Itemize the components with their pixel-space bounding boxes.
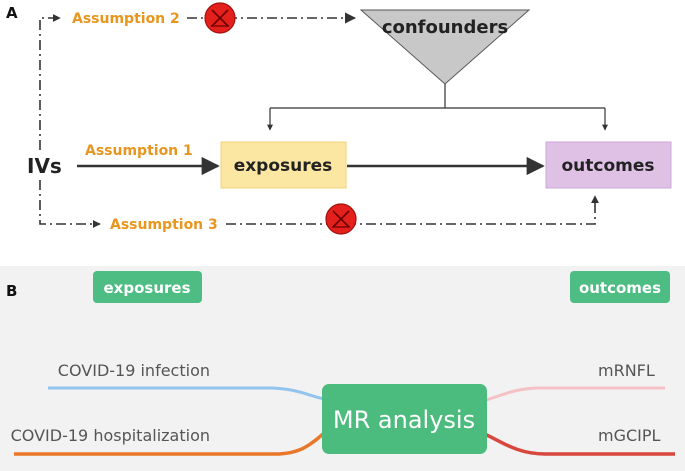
- cross-circle-icon: [204, 2, 236, 34]
- confounders-label: confounders: [382, 17, 508, 38]
- exposures-tag: [93, 271, 202, 303]
- right-item-mrnfl: mRNFL: [598, 361, 655, 380]
- panel-a-label: A: [6, 4, 18, 22]
- outcomes-tag-label: outcomes: [579, 279, 661, 297]
- outcomes-label: outcomes: [561, 156, 654, 176]
- right-item-mgcipl: mGCIPL: [598, 426, 661, 445]
- panel-b: B exposures outcomes COVID-19 infection …: [0, 266, 685, 471]
- ivs-label: IVs: [27, 154, 62, 178]
- outcomes-box: [545, 141, 672, 189]
- left-item-hospitalization: COVID-19 hospitalization: [11, 426, 210, 445]
- exposures-label: exposures: [234, 156, 333, 176]
- left-item-infection: COVID-19 infection: [58, 361, 210, 380]
- assumption-3-path: [226, 195, 599, 225]
- confounders-shape: [359, 9, 531, 85]
- assumption-3-label: Assumption 3: [110, 217, 218, 233]
- assumption-2-label: Assumption 2: [72, 11, 180, 27]
- assumption-2-path: [39, 14, 61, 150]
- assumption-3-stub: [39, 180, 101, 228]
- outcomes-tag: [570, 271, 670, 303]
- mr-analysis-label: MR analysis: [333, 406, 475, 434]
- exposures-box: [220, 141, 347, 189]
- panel-a: A Assumption 2 confounders IVs Assumptio…: [6, 2, 672, 235]
- cross-circle-icon: [325, 203, 357, 235]
- exposures-tag-label: exposures: [104, 279, 191, 297]
- panel-b-label: B: [6, 282, 17, 300]
- mr-analysis-node: [322, 384, 487, 454]
- assumption-1-label: Assumption 1: [85, 143, 193, 159]
